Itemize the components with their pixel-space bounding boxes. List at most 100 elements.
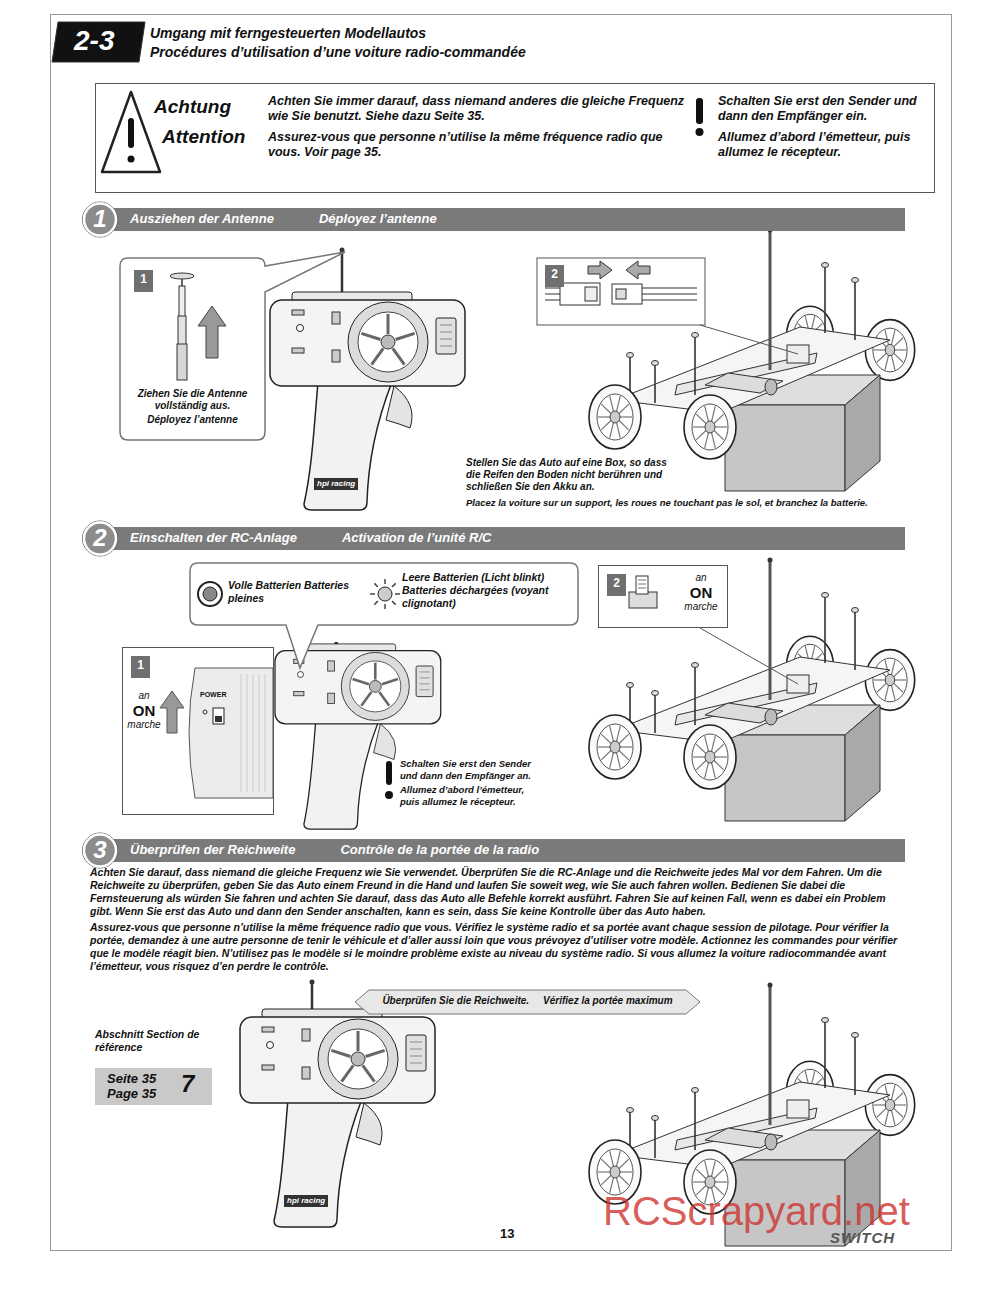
support-box [725, 405, 845, 491]
warning-mark [386, 761, 392, 785]
power-switch-inset: anONmarchePOWER1 [122, 647, 274, 815]
instruction-text: Stellen Sie das Auto auf eine Box, so da… [466, 457, 681, 493]
trigger [386, 386, 412, 428]
transmitter-illustration [340, 248, 345, 253]
callout-bubble-outline [179, 286, 185, 318]
wheel [589, 715, 641, 779]
range-arrow-banner: Überprüfen Sie die Reichweite.Vérifiez l… [355, 990, 700, 1014]
transmitter-illustration [410, 1063, 422, 1064]
section-number: 2 [82, 523, 118, 553]
wheel [865, 320, 914, 381]
text-group: hpi racing [284, 1195, 328, 1207]
warning-note: Allumez d’abord l’émetteur, puis allumez… [400, 784, 545, 807]
post [824, 1020, 826, 1088]
text-group: Schalten Sie erst den Sender und dann de… [718, 94, 930, 160]
wheel [693, 426, 705, 427]
transmitter-illustration [379, 692, 389, 706]
wheel [865, 1075, 914, 1136]
car-chassis-illustration [768, 558, 773, 563]
post-cap [627, 353, 634, 358]
wheel [693, 1181, 705, 1182]
callout-bubble-outline [181, 276, 183, 286]
transmitter-illustration [341, 652, 409, 720]
wheel [865, 320, 914, 381]
wheel [705, 421, 715, 433]
transmitter-illustration [440, 339, 452, 340]
wheel [684, 725, 736, 789]
wheel [617, 726, 621, 741]
wheel [610, 1151, 614, 1166]
section-band: Einschalten der RC-AnlageActivation de l… [88, 527, 905, 550]
transmitter-illustration [342, 1065, 354, 1081]
wheel [712, 736, 716, 751]
illustration-layer [545, 300, 560, 301]
antenna-tube [769, 560, 772, 700]
brand-badge: hpi racing [284, 1195, 328, 1207]
transmitter-illustration [396, 333, 415, 339]
post-cap [627, 1108, 634, 1113]
wheel [895, 679, 906, 680]
battery-callout-outline [384, 579, 386, 584]
transmitter-illustration [351, 1052, 365, 1066]
transmitter-illustration [410, 1042, 422, 1043]
post-cap [852, 278, 859, 283]
wheel [684, 725, 736, 789]
page-frame [51, 15, 952, 1251]
wheel [705, 1161, 709, 1176]
wheel [873, 1083, 907, 1127]
callout-bubble: Ziehen Sie die Antenne vollständig aus.D… [120, 258, 265, 440]
text-group: 1 [131, 657, 150, 674]
warning-box: AchtungAttentionAchten Sie immer darauf,… [95, 83, 935, 193]
transmitter-illustration [318, 1019, 398, 1099]
transmitter-illustration [369, 680, 381, 692]
wheel [601, 1176, 611, 1185]
transmitter-illustration [328, 693, 335, 703]
section-title: Ausziehen der Antenne [130, 211, 274, 227]
reference-heading: Abschnitt Section de référence [95, 1028, 235, 1053]
text-group: Abschnitt Section de référence [95, 1028, 235, 1053]
wheel [885, 344, 895, 355]
text-group: Procédures d’utilisation d’une voiture r… [150, 44, 526, 61]
power-switch-inset-outline [265, 674, 266, 792]
text-group: Leere Batterien (Licht blinkt) Batteries… [402, 571, 574, 610]
transmitter-illustration [292, 310, 304, 315]
step-number-box: 1 [134, 270, 153, 292]
text-group: RCScrapyard.net [603, 1188, 910, 1234]
warning-heading: Achtung [154, 96, 231, 118]
post [654, 363, 656, 403]
warning-text: Achten Sie immer darauf, dass niemand an… [268, 94, 686, 124]
page-number: 13 [500, 1226, 514, 1242]
post-cap [852, 1033, 859, 1038]
wheel [597, 394, 633, 440]
transmitter-illustration [348, 302, 428, 382]
antenna-tube [769, 985, 772, 1125]
step-number: 1 [134, 271, 153, 288]
section-band: Überprüfen der ReichweiteContrôle de la … [88, 839, 905, 862]
warning-mark [696, 98, 703, 124]
section-number-circle-outline [83, 521, 118, 556]
text-group: 7 [181, 1069, 209, 1099]
grip [274, 1099, 362, 1227]
page-reference: Seite 35 Page 35 [107, 1071, 175, 1101]
text-group: Einschalten der RC-AnlageActivation de l… [130, 530, 890, 546]
wheel [619, 1159, 629, 1168]
transmitter-illustration [440, 332, 452, 333]
battery-callout-outline [198, 582, 222, 606]
transmitter-illustration [294, 659, 304, 663]
wheel [610, 423, 614, 438]
wheel [712, 1161, 716, 1176]
wheel [705, 406, 709, 421]
post-cap [822, 1018, 829, 1023]
wheel [874, 1104, 885, 1105]
wheel [696, 414, 706, 423]
post-cap [652, 1116, 659, 1121]
transmitter-illustration [332, 312, 340, 324]
banner-text: Überprüfen Sie die Reichweite. [382, 995, 529, 1007]
reference-number: 7 [181, 1069, 209, 1099]
transmitter-illustration [393, 348, 405, 364]
led [298, 672, 304, 678]
wheel [891, 1110, 895, 1124]
body [240, 1017, 435, 1103]
led-full [203, 587, 217, 601]
